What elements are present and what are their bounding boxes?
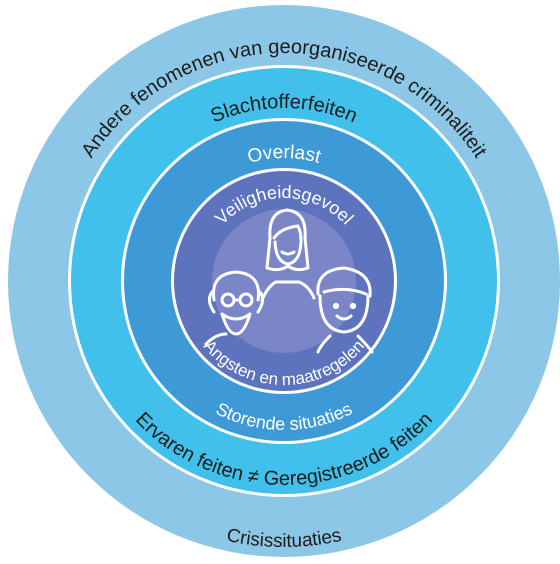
family-icon <box>204 208 374 354</box>
